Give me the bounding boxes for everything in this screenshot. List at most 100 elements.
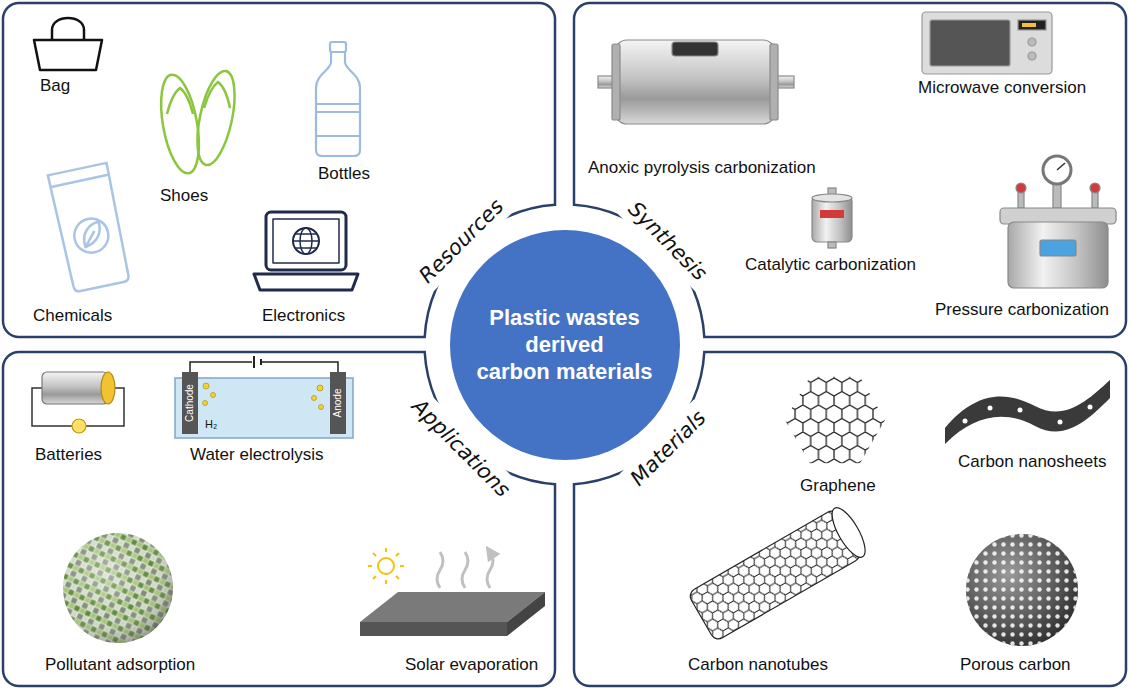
electrolysis-icon-part-part bbox=[203, 383, 209, 389]
item-label: Carbon nanotubes bbox=[688, 655, 828, 675]
quadrant-panel: MaterialsGrapheneCarbon nanosheetsCarbon… bbox=[574, 352, 1126, 686]
electrolysis-icon-part bbox=[254, 356, 261, 368]
nanosheet-icon bbox=[945, 380, 1110, 444]
circle-fill bbox=[450, 230, 680, 460]
battery-icon-part bbox=[101, 372, 115, 404]
adsorbent-sphere-part bbox=[63, 533, 173, 643]
panel-outline bbox=[574, 352, 1126, 686]
quadrant-panel: Resources BagShoes BottlesChemicals Electro… bbox=[3, 3, 555, 337]
electrolysis-icon-part bbox=[190, 362, 338, 372]
panel-border bbox=[3, 352, 555, 686]
tube-furnace-icon-part bbox=[672, 42, 718, 56]
solar-evaporator-icon-part bbox=[360, 622, 507, 636]
electrolysis-icon-part-part bbox=[319, 405, 324, 410]
nanotube-icon bbox=[687, 503, 871, 641]
bottle-icon-part bbox=[316, 52, 360, 156]
microwave-icon-part bbox=[1018, 20, 1046, 30]
laptop-icon-part bbox=[254, 274, 358, 290]
bottle-icon-part bbox=[330, 42, 346, 52]
nanotube-icon-part bbox=[826, 503, 871, 561]
item-label: Pressure carbonization bbox=[935, 300, 1109, 320]
item-label: Bag bbox=[40, 76, 70, 96]
nanosheet-icon-part-part bbox=[988, 406, 993, 411]
bag-icon bbox=[34, 18, 102, 70]
reactor-icon-part bbox=[812, 196, 852, 242]
electrolysis-icon-part bbox=[203, 383, 324, 410]
electrolysis-icon-part-part bbox=[317, 385, 323, 391]
laptop-icon-part bbox=[293, 228, 319, 254]
chemicals-icon bbox=[48, 163, 132, 293]
shoes-icon-part bbox=[190, 68, 241, 169]
item-label: Anoxic pyrolysis carbonization bbox=[588, 158, 816, 178]
electrode-label: Anode bbox=[332, 389, 344, 418]
quadrant-panel: Synthesis Anoxic pyrolysis carbonization M… bbox=[574, 3, 1126, 337]
item-label: Bottles bbox=[318, 164, 370, 184]
chemicals-icon-part bbox=[48, 163, 132, 293]
bottle-icon bbox=[316, 42, 360, 156]
autoclave-icon-part bbox=[1016, 183, 1026, 193]
nanosheet-icon-part bbox=[945, 380, 1110, 444]
electrolysis-icon-part-part bbox=[203, 401, 208, 406]
battery-icon bbox=[32, 372, 124, 433]
electrolysis-icon-part-part bbox=[312, 396, 317, 401]
autoclave-icon-part bbox=[1090, 183, 1100, 193]
item-label: Pollutant adsorption bbox=[45, 655, 195, 675]
electrolysis-icon-part-part bbox=[211, 393, 216, 398]
microwave-icon-part bbox=[922, 12, 1052, 74]
microwave-icon-part bbox=[1022, 23, 1036, 27]
autoclave-icon-part bbox=[1043, 156, 1071, 184]
quadrant-heading: Resources bbox=[408, 188, 515, 295]
panel-border bbox=[574, 3, 1126, 337]
battery-icon-part bbox=[42, 372, 108, 404]
tube-furnace-icon bbox=[598, 40, 794, 124]
quadrant-panel: ApplicationsBatteriesWater electrolysisP… bbox=[3, 352, 555, 686]
solar-evaporator-icon-part bbox=[378, 558, 394, 574]
center-circle: Plastic wastes derived carbon materials bbox=[450, 230, 680, 460]
laptop-icon-part bbox=[293, 234, 319, 248]
quadrant-heading: Materials bbox=[619, 399, 717, 497]
laptop-icon bbox=[254, 212, 358, 290]
chemicals-icon-part bbox=[51, 175, 108, 187]
panel-border bbox=[574, 352, 1126, 686]
panel-border bbox=[3, 3, 555, 337]
nanosheet-icon-part-part bbox=[1058, 420, 1063, 425]
porous-carbon-icon bbox=[966, 534, 1078, 646]
item-label: Catalytic carbonization bbox=[745, 255, 916, 275]
item-label: Chemicals bbox=[33, 306, 112, 326]
electrolysis-icon-part bbox=[175, 378, 353, 438]
autoclave-icon-part bbox=[1057, 163, 1065, 170]
reactor-icon-part bbox=[812, 194, 852, 202]
item-label: Shoes bbox=[160, 186, 208, 206]
item-label: Carbon nanosheets bbox=[958, 452, 1106, 472]
graphene-icon-part bbox=[785, 377, 885, 464]
bottle-icon-part bbox=[316, 104, 360, 136]
reactor-icon bbox=[812, 188, 852, 248]
nanosheet-icon-part-part bbox=[1088, 405, 1093, 410]
solar-evaporator-icon-part bbox=[368, 548, 404, 584]
microwave-icon bbox=[922, 12, 1052, 74]
nanosheet-icon-part bbox=[963, 405, 1093, 425]
quadrant-heading: Applications bbox=[401, 388, 521, 508]
porous-carbon-icon-part bbox=[966, 534, 1078, 646]
tube-furnace-icon-part bbox=[770, 44, 778, 120]
adsorbent-sphere-part bbox=[63, 533, 173, 643]
autoclave-icon-part bbox=[1053, 182, 1061, 208]
electrode-label: Cathode bbox=[184, 384, 196, 422]
autoclave-icon-part bbox=[1008, 222, 1108, 288]
reactor-icon-part bbox=[828, 242, 836, 248]
item-label: Microwave conversion bbox=[918, 78, 1086, 98]
solar-evaporator-icon bbox=[360, 548, 545, 636]
panel-outline bbox=[3, 3, 555, 337]
item-label: Porous carbon bbox=[960, 655, 1071, 675]
graphene-icon bbox=[785, 377, 885, 464]
nanosheet-icon-part-part bbox=[1018, 408, 1023, 413]
bag-icon-part bbox=[34, 40, 102, 70]
laptop-icon-part bbox=[266, 212, 346, 270]
chemicals-icon-part bbox=[71, 215, 111, 255]
tube-furnace-icon-part bbox=[612, 44, 620, 120]
quadrant-heading: Synthesis bbox=[617, 191, 718, 292]
solar-evaporator-icon-part bbox=[507, 592, 545, 636]
reactor-icon-part bbox=[820, 210, 844, 218]
item-label: Electronics bbox=[262, 306, 345, 326]
